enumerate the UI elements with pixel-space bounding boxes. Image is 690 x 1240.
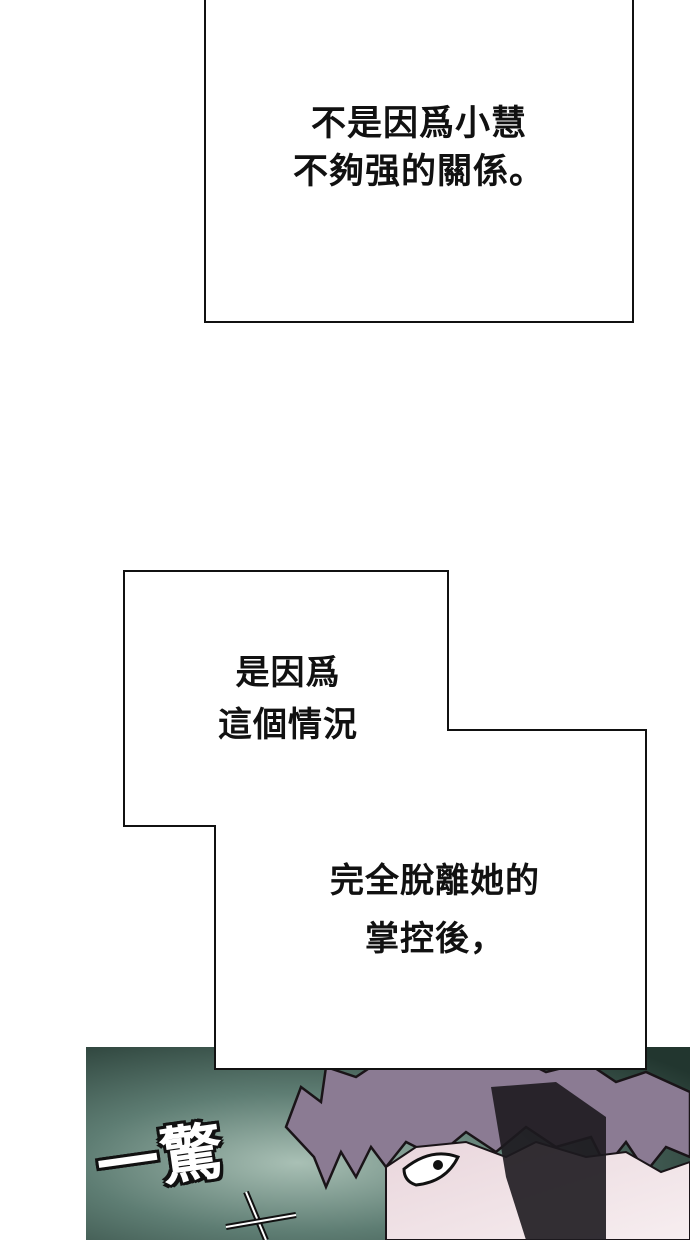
caption-box-stepped-outline — [123, 570, 647, 1070]
caption-top-line1: 不是因爲小慧 — [310, 103, 527, 144]
caption-lower-line2: 掌控後， — [365, 919, 505, 959]
eye-pupil — [433, 1160, 443, 1170]
caption-middle-line2: 這個情況 — [218, 705, 358, 745]
caption-top-line2: 不夠强的關係。 — [292, 151, 545, 192]
comic-panel — [86, 1047, 690, 1240]
sfx-stroke-inner — [245, 1191, 267, 1240]
comic-panel-art — [86, 1047, 690, 1240]
eye-shape — [402, 1152, 461, 1187]
caption-middle: 是因爲 這個情況 — [190, 647, 386, 751]
caption-box-top — [204, 0, 634, 323]
shadow-shape — [491, 1082, 606, 1240]
caption-lower: 完全脫離她的 掌控後， — [280, 852, 590, 968]
caption-middle-line1: 是因爲 — [235, 653, 341, 693]
caption-lower-line1: 完全脫離她的 — [330, 861, 540, 901]
caption-top: 不是因爲小慧 不夠强的關係。 — [204, 100, 634, 196]
sfx-stroke-inner — [225, 1214, 297, 1228]
